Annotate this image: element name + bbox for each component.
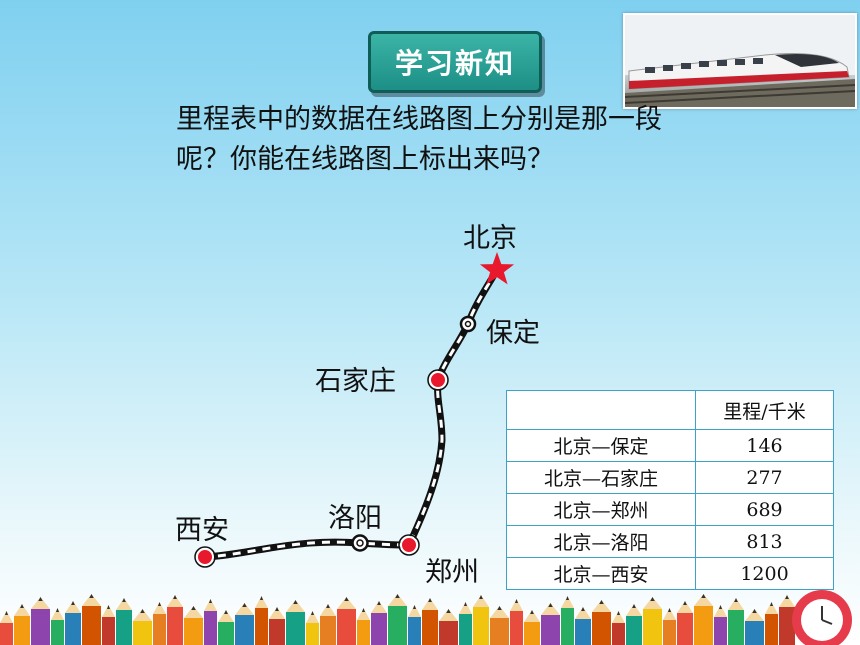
table-cell-route: 北京—洛阳 [506,525,696,558]
pencil-icon [714,605,727,645]
city-label-beijing: 北京 [463,223,517,254]
red-dot-icon [398,534,420,556]
table-row: 北京—西安 1200 [506,557,834,590]
star-icon [479,252,515,285]
table-cell-km: 277 [695,461,834,494]
pencil-icon [745,609,764,645]
pencil-icon [167,595,183,645]
ring-icon [351,534,369,552]
pencil-icon [459,602,472,645]
pencil-icon [116,598,132,645]
red-dot-icon [194,546,216,568]
pencil-icon [371,601,387,645]
question-line-2: 呢？你能在线路图上标出来吗？ [176,144,554,175]
pencil-icon [31,597,50,645]
pencil-icon [779,595,795,645]
pencil-icon [102,605,115,645]
table-row: 北京—郑州 689 [506,493,834,526]
pencil-icon [269,607,285,645]
pencil-icon [65,601,81,645]
pencil-icon [490,606,509,645]
pencil-icon [663,608,676,645]
pencil-icon [337,597,356,645]
table-cell-route: 北京—石家庄 [506,461,696,494]
city-label-zhengzhou: 郑州 [425,557,479,588]
pencil-icon [408,605,421,645]
city-label-baoding: 保定 [486,318,540,349]
pencil-icon [51,608,64,645]
section-badge: 学习新知 [368,31,542,93]
table-row: 北京—保定 146 [506,429,834,462]
city-label-xian: 西安 [175,515,229,546]
table-cell-route: 北京—保定 [506,429,696,462]
pencil-icon [306,611,319,645]
pencil-icon [439,609,458,645]
pencil-icon [728,598,744,645]
city-label-shijiazhuang: 石家庄 [315,366,396,397]
city-label-luoyang: 洛阳 [328,503,382,534]
table-header-km: 里程/千米 [695,390,834,430]
table-cell-km: 689 [695,493,834,526]
pencil-icon [422,598,438,645]
pencil-icon [643,597,662,645]
pencil-icon [694,594,713,645]
pencil-icon [286,600,305,645]
question-line-1: 里程表中的数据在线路图上分别是那一段 [176,104,662,135]
table-row: 北京—洛阳 813 [506,525,834,558]
pencil-icon [218,610,234,645]
question-text: 里程表中的数据在线路图上分别是那一段 呢？你能在线路图上标出来吗？ [176,100,796,180]
pencil-icon [184,606,203,645]
pencil-icon [561,596,574,645]
pencil-icon [473,595,489,645]
red-dot-icon [427,369,449,391]
clock-icon [792,590,852,645]
railway-track-dashes [204,269,499,559]
pencil-icon [592,600,611,645]
pencil-icon [765,602,778,645]
pencil-icon [612,611,625,645]
pencil-icon [153,602,166,645]
pencil-icon [133,609,152,645]
table-cell-km: 1200 [695,557,834,590]
pencil-border [0,590,852,645]
pencil-icon [14,604,30,645]
pencil-icon [357,608,370,645]
train-photo [623,13,857,109]
table-cell-route: 北京—郑州 [506,493,696,526]
table-cell-km: 813 [695,525,834,558]
ring-icon [459,315,477,333]
table-cell-km: 146 [695,429,834,462]
table-row: 北京—石家庄 277 [506,461,834,494]
pencil-icon [255,596,268,645]
pencil-icon [320,604,336,645]
table-header-row: 里程/千米 [506,390,834,430]
section-badge-label: 学习新知 [394,47,515,80]
pencil-icon [541,603,560,645]
pencil-icon [82,594,101,645]
pencil-icon [204,599,217,645]
pencil-icon [510,599,523,645]
pencil-icon [677,601,693,645]
pencil-icon [235,603,254,645]
table-header-route [506,390,696,430]
pencil-icon [626,604,642,645]
pencil-icon [575,607,591,645]
pencil-icon [0,611,13,645]
table-cell-route: 北京—西安 [506,557,696,590]
distance-table: 里程/千米 北京—保定 146 北京—石家庄 277 北京—郑州 689 北京—… [506,390,834,590]
pencil-icon [388,594,407,645]
pencil-icon [524,610,540,645]
